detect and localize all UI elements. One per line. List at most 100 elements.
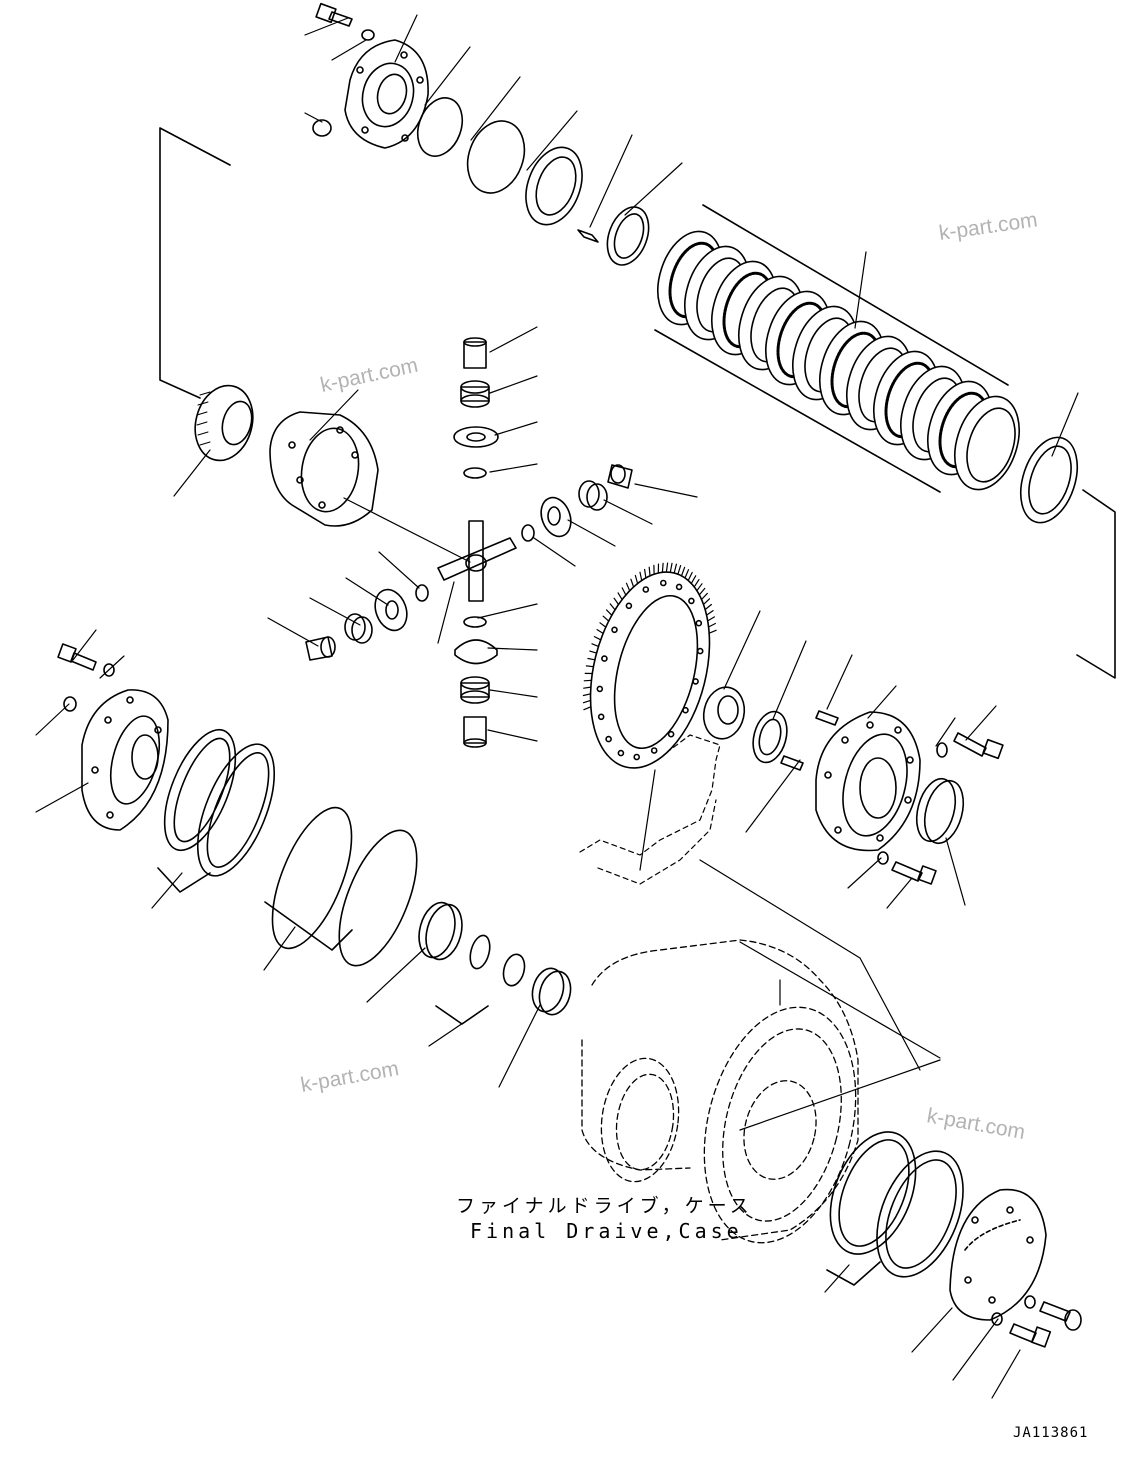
end-thrust-plate: [1019, 436, 1079, 524]
final-drive-case: [581, 939, 859, 1244]
left-o-ring-1: [271, 806, 353, 950]
spider-cross: [437, 520, 517, 602]
pinion-upper-parts: [453, 337, 499, 479]
bottom-gasket-1: [829, 1131, 917, 1255]
clutch-disc-stack: [654, 204, 1020, 493]
ring-gear-bolt-hole: [633, 753, 641, 761]
right-pin-2: [780, 755, 804, 771]
pinion-washer-left: [374, 588, 408, 632]
left-bolt: [57, 643, 97, 671]
right-carrier-hub: [815, 711, 921, 852]
right-bearing: [702, 686, 746, 740]
pinion-left-parts: [305, 584, 429, 661]
ring-gear-bolt-hole: [659, 579, 667, 587]
bottom-cover: [949, 1188, 1047, 1321]
ring-gear-bolt-hole: [605, 735, 612, 743]
ring-gear-bolt-hole: [650, 747, 658, 754]
left-gasket-bracket: [157, 867, 211, 893]
right-washer-1: [936, 742, 948, 758]
bottom-washer-1: [1024, 1295, 1036, 1309]
pinion-pin-top: [463, 337, 487, 369]
pinion-lower-parts: [454, 616, 498, 748]
right-group-bracket: [1076, 489, 1116, 679]
watermark-top-right: k-part.com: [937, 208, 1038, 245]
ring-gear-bolt-hole: [642, 586, 650, 593]
leader-lines: [35, 14, 1079, 1399]
watermark-bottom-right: k-part.com: [925, 1104, 1027, 1144]
ring-gear-bolt-hole: [601, 655, 608, 662]
left-o-ring-2: [338, 829, 418, 967]
top-nut: [312, 119, 332, 137]
ring-gear-bolt-hole: [617, 749, 625, 757]
left-cover-assembly: [57, 643, 572, 1025]
right-side-seal: [915, 777, 965, 845]
small-o-ring-bracket: [435, 1005, 489, 1025]
ring-gear-bolt-hole: [625, 602, 633, 610]
o-ring-large: [466, 120, 526, 194]
left-gasket-1: [163, 728, 237, 852]
drawing-code: JA113861: [1013, 1425, 1088, 1441]
watermark-bottom-left: k-part.com: [299, 1057, 401, 1097]
dowel-pin: [577, 229, 599, 243]
ring-gear-bolt-hole: [692, 678, 699, 685]
pinion-ring-top: [463, 467, 487, 479]
left-o-ring-bracket: [264, 901, 353, 951]
ring-gear-bolt-hole: [695, 619, 703, 627]
bottom-cover-assembly: [826, 1131, 1082, 1348]
left-group-bracket: [159, 127, 231, 399]
right-bolt-2: [891, 861, 937, 885]
ring-gear-bolt-hole: [696, 647, 704, 655]
top-cover-assembly: [312, 2, 650, 266]
pinion-gear-bottom: [460, 676, 490, 704]
thrust-washer: [525, 146, 583, 226]
pinion-ring-right: [521, 524, 535, 542]
left-cover: [81, 689, 169, 831]
caption-english: Final Draive,Case: [470, 1219, 743, 1243]
left-gasket-2: [196, 743, 276, 877]
guard-plate: [579, 734, 721, 885]
ring-gear-bolt-hole: [682, 706, 689, 714]
left-seal: [418, 901, 463, 961]
pinion-ring-left: [415, 584, 429, 602]
o-ring-small: [416, 97, 464, 157]
left-nut: [63, 696, 77, 712]
disc-bracket-bottom: [654, 329, 941, 493]
pinion-ring-bottom: [463, 616, 487, 628]
left-washer: [103, 663, 115, 677]
bottom-bolt-2: [1009, 1323, 1052, 1348]
pinion-gear-top: [460, 380, 490, 408]
top-washer: [361, 29, 375, 41]
small-o-ring-2: [502, 953, 526, 987]
caption-japanese: ファイナルドライブ，ケース: [456, 1194, 753, 1217]
top-bolt: [315, 2, 353, 27]
right-carrier-assembly: [702, 686, 1004, 885]
ring-gear-bolt-hole: [675, 583, 683, 591]
ring-gear-bolt-hole: [597, 713, 605, 721]
ring-gear-bolt-hole: [596, 685, 604, 693]
right-snap-plate: [752, 710, 788, 764]
pinion-washer-bottom: [454, 639, 498, 665]
pinion-washer-top: [453, 426, 499, 448]
bottom-gasket-2: [876, 1150, 964, 1278]
bottom-washer-2: [991, 1312, 1003, 1326]
ring-gear-bolt-hole: [611, 626, 618, 634]
top-cover: [344, 39, 429, 149]
right-bolt-1: [953, 732, 1004, 760]
watermark-mid-left: k-part.com: [318, 354, 420, 397]
small-o-ring-1: [469, 934, 491, 970]
bottom-bolt-1: [1039, 1301, 1082, 1331]
right-pin-1: [815, 710, 839, 726]
pinion-right-parts: [521, 464, 633, 542]
ring-gear-bolt-hole: [667, 730, 675, 738]
ring-gear-bolt-hole: [688, 597, 695, 605]
clutch-disc: [954, 395, 1020, 491]
disc-bracket-top: [702, 204, 1009, 386]
pinion-pin-bottom: [463, 716, 487, 748]
snap-ring: [606, 206, 650, 266]
bottom-gasket-bracket: [826, 1261, 881, 1286]
pinion-pin-left: [305, 636, 336, 661]
right-washer-2: [877, 851, 889, 865]
left-bearing-race: [531, 967, 572, 1016]
